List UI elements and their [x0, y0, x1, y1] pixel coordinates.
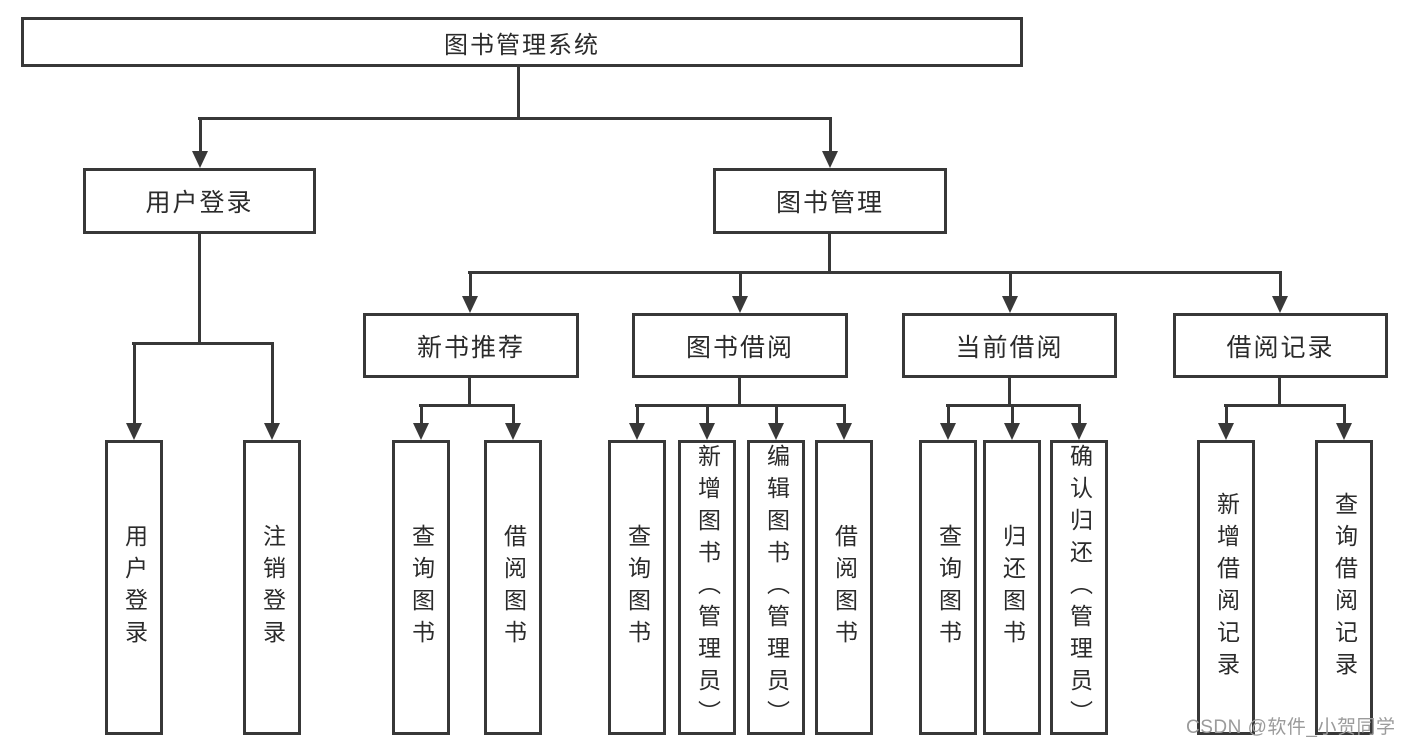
arrow-down-icon [629, 406, 645, 440]
arrow-down-icon [192, 119, 208, 168]
leaf-query-books-recommend: 查询图书 [392, 440, 450, 735]
connector-hline [468, 271, 1282, 274]
leaf-edit-books-admin: 编辑图书（管理员） [747, 440, 805, 735]
connector-vline [468, 378, 471, 404]
arrow-down-icon [768, 406, 784, 440]
leaf-return-books-label: 归还图书 [999, 523, 1026, 652]
leaf-borrow-books-borrowing-label: 借阅图书 [831, 523, 858, 652]
node-user-login-label: 用户登录 [145, 189, 254, 217]
watermark: CSDN @软件_小贺同学 [1186, 717, 1396, 738]
arrow-down-icon [1002, 273, 1018, 313]
leaf-return-books: 归还图书 [983, 440, 1041, 735]
leaf-borrow-books-recommend-label: 借阅图书 [500, 523, 527, 652]
node-book-borrowing-label: 图书借阅 [685, 333, 794, 362]
leaf-query-books-borrowing-label: 查询图书 [624, 523, 651, 652]
leaf-user-login: 用户登录 [105, 440, 163, 735]
leaf-edit-books-admin-label: 编辑图书（管理员） [763, 443, 790, 732]
node-current-borrowing: 当前借阅 [902, 313, 1117, 378]
arrow-down-icon [126, 344, 142, 440]
arrow-down-icon [732, 273, 748, 313]
leaf-query-books-current-label: 查询图书 [935, 523, 962, 652]
leaf-user-login-label: 用户登录 [121, 523, 148, 652]
arrow-down-icon [1336, 406, 1352, 440]
node-root-label: 图书管理系统 [444, 31, 600, 59]
leaf-borrow-books-borrowing: 借阅图书 [815, 440, 873, 735]
leaf-confirm-return-admin: 确认归还（管理员） [1050, 440, 1108, 735]
connector-vline [1278, 378, 1281, 404]
connector-vline [1008, 378, 1011, 404]
leaf-query-books-current: 查询图书 [919, 440, 977, 735]
arrow-down-icon [836, 406, 852, 440]
node-borrowing-records-label: 借阅记录 [1226, 333, 1335, 362]
arrow-down-icon [413, 406, 429, 440]
arrow-down-icon [462, 273, 478, 313]
node-new-book-recommendation: 新书推荐 [363, 313, 579, 378]
connector-hline [946, 404, 1081, 407]
connector-hline [635, 404, 846, 407]
connector-hline [132, 342, 274, 345]
leaf-query-borrow-record-label: 查询借阅记录 [1331, 491, 1358, 684]
leaf-logout-label: 注销登录 [259, 523, 286, 652]
arrow-down-icon [1218, 406, 1234, 440]
node-book-management-label: 图书管理 [775, 189, 884, 217]
arrow-down-icon [505, 406, 521, 440]
leaf-add-books-admin: 新增图书（管理员） [678, 440, 736, 735]
leaf-query-borrow-record: 查询借阅记录 [1315, 440, 1373, 735]
node-user-login: 用户登录 [83, 168, 316, 234]
arrow-down-icon [699, 406, 715, 440]
connector-hline [1224, 404, 1346, 407]
leaf-confirm-return-admin-label: 确认归还（管理员） [1066, 443, 1093, 732]
node-current-borrowing-label: 当前借阅 [955, 333, 1064, 362]
connector-hline [419, 404, 515, 407]
leaf-add-borrow-record: 新增借阅记录 [1197, 440, 1255, 735]
node-book-management: 图书管理 [713, 168, 947, 234]
leaf-query-books-recommend-label: 查询图书 [408, 523, 435, 652]
arrow-down-icon [822, 119, 838, 168]
connector-vline [517, 67, 520, 117]
node-book-borrowing: 图书借阅 [632, 313, 848, 378]
arrow-down-icon [264, 344, 280, 440]
arrow-down-icon [1272, 273, 1288, 313]
leaf-query-books-borrowing: 查询图书 [608, 440, 666, 735]
connector-hline [198, 117, 832, 120]
node-borrowing-records: 借阅记录 [1173, 313, 1388, 378]
connector-vline [738, 378, 741, 404]
node-root-book-management-system: 图书管理系统 [21, 17, 1023, 67]
connector-vline [198, 234, 201, 342]
leaf-borrow-books-recommend: 借阅图书 [484, 440, 542, 735]
arrow-down-icon [1071, 406, 1087, 440]
leaf-add-borrow-record-label: 新增借阅记录 [1213, 491, 1240, 684]
node-new-book-recommendation-label: 新书推荐 [416, 333, 525, 362]
arrow-down-icon [940, 406, 956, 440]
leaf-logout: 注销登录 [243, 440, 301, 735]
arrow-down-icon [1004, 406, 1020, 440]
leaf-add-books-admin-label: 新增图书（管理员） [694, 443, 721, 732]
connector-vline [828, 234, 831, 271]
